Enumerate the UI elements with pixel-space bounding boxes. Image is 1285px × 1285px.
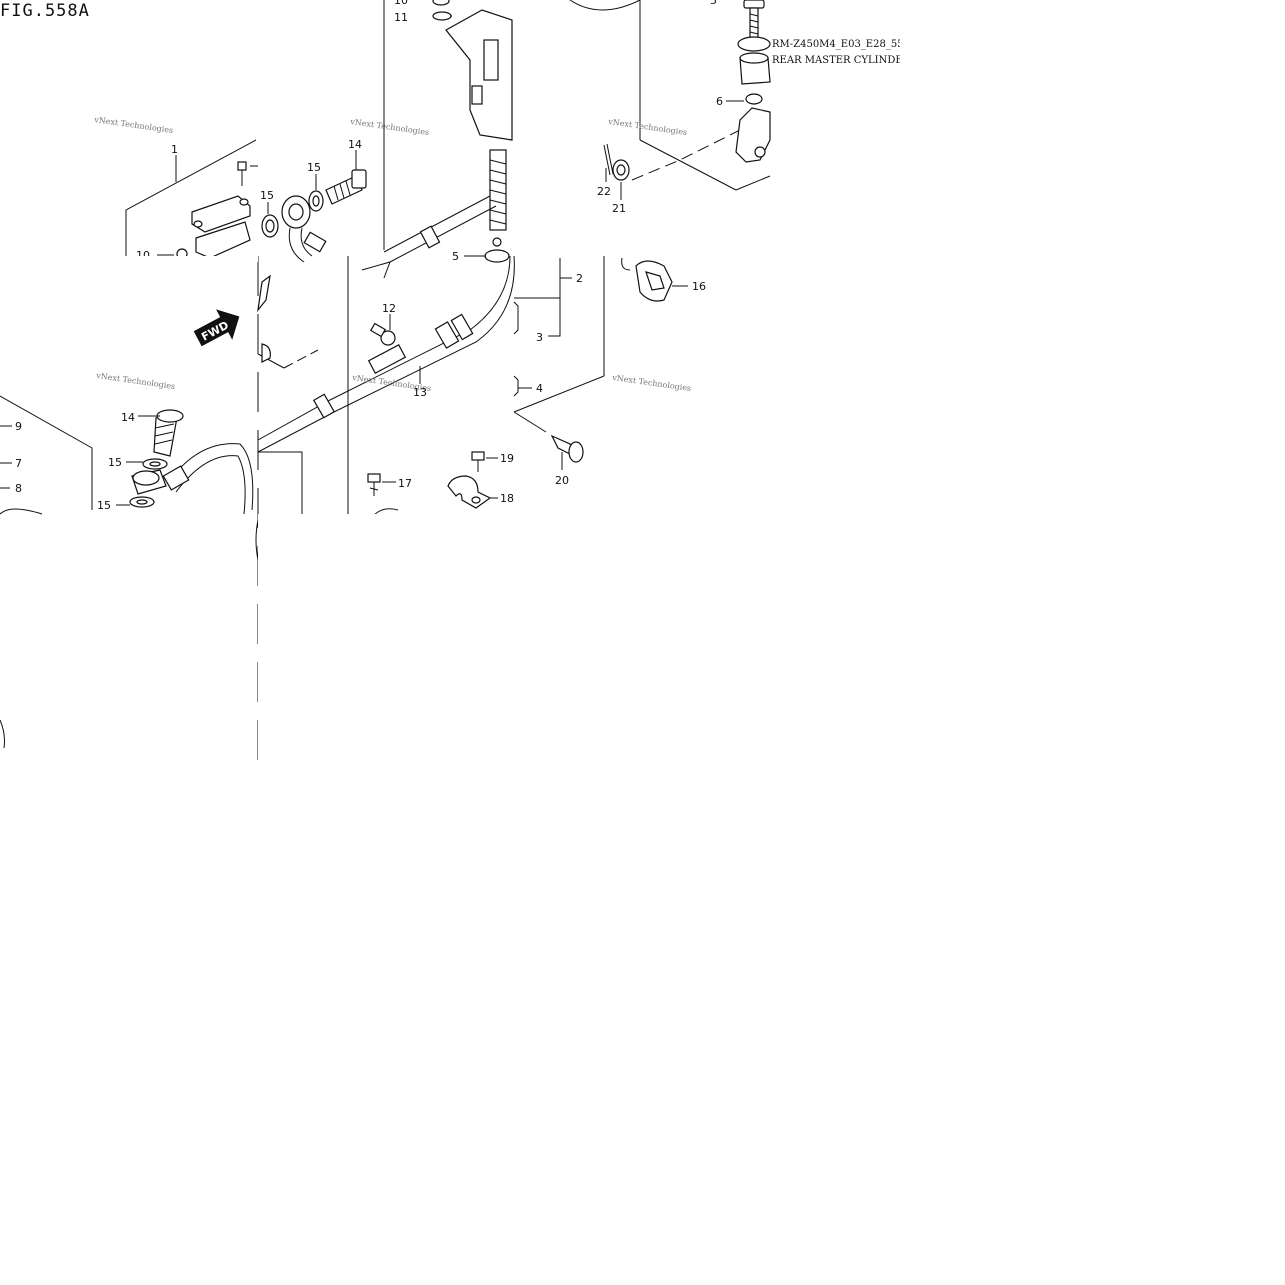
blank-region (0, 256, 258, 262)
callout-14: 14 (348, 138, 362, 151)
callout-19: 19 (500, 452, 514, 465)
hose-bolt (380, 330, 396, 346)
watermark: vNext Technologies (607, 117, 688, 137)
callout-17: 17 (398, 477, 412, 490)
pushrod-clevis-group (603, 0, 771, 200)
callout-13: 13 (413, 386, 427, 399)
callout-21: 21 (612, 202, 626, 215)
blank-region (900, 30, 1285, 514)
snap-ring (737, 36, 771, 52)
watermark: vNext Technologies (611, 373, 692, 393)
master-cylinder-body (445, 9, 513, 141)
blank-region (772, 0, 1285, 30)
watermark: vNext Technologies (93, 115, 174, 135)
hose-protector (367, 344, 407, 374)
hose-clamp (447, 475, 492, 509)
callout-15: 15 (108, 456, 122, 469)
reservoir-assembly-group (125, 139, 367, 263)
watermark: vNext Technologies (349, 117, 430, 137)
clamp-bolt (367, 473, 381, 483)
cotter-pin (603, 144, 611, 176)
callout-11: 11 (394, 11, 408, 24)
callout-15: 15 (260, 189, 274, 202)
blank-region (604, 392, 772, 514)
blank-region (258, 514, 1285, 1285)
diagram-ref-code: RM-Z450M4_E03_E28_558A (772, 39, 918, 50)
callout-4: 4 (536, 382, 543, 395)
circlip (432, 11, 452, 21)
master-cylinder-group (361, 0, 641, 279)
reservoir-body (195, 221, 251, 259)
brake-hose-group (257, 255, 515, 760)
blank-region (0, 770, 258, 1285)
diagram-ref-name: REAR MASTER CYLINDER (772, 55, 911, 66)
callout-16: 16 (692, 280, 706, 293)
callout-3: 3 (536, 331, 543, 344)
figure-title: FIG.558A (0, 1, 90, 21)
hose-guide-group (513, 256, 688, 470)
forward-arrow: FWD (193, 309, 240, 347)
watermark: vNext Technologies (95, 371, 176, 391)
callout-15: 15 (307, 161, 321, 174)
callout-18: 18 (500, 492, 514, 505)
callout-15: 15 (97, 499, 111, 512)
callout-6: 6 (716, 95, 723, 108)
reservoir-screw (237, 161, 247, 171)
callout-5: 5 (710, 0, 717, 7)
callout-7: 7 (15, 457, 22, 470)
callout-2: 2 (576, 272, 583, 285)
callout-12: 12 (382, 302, 396, 315)
lower-hose-end-group (0, 395, 303, 749)
callout-22: 22 (597, 185, 611, 198)
callout-9: 9 (15, 420, 22, 433)
blank-region (772, 72, 900, 514)
clamp-group (367, 451, 498, 509)
callout-14: 14 (121, 411, 135, 424)
callout-8: 8 (15, 482, 22, 495)
callout-1: 1 (171, 143, 178, 156)
nut (745, 93, 763, 105)
callout-5: 5 (452, 250, 459, 263)
clevis-pin-head (568, 441, 584, 463)
callout-10: 10 (394, 0, 408, 7)
reservoir-cap (191, 195, 251, 233)
callout-20: 20 (555, 474, 569, 487)
